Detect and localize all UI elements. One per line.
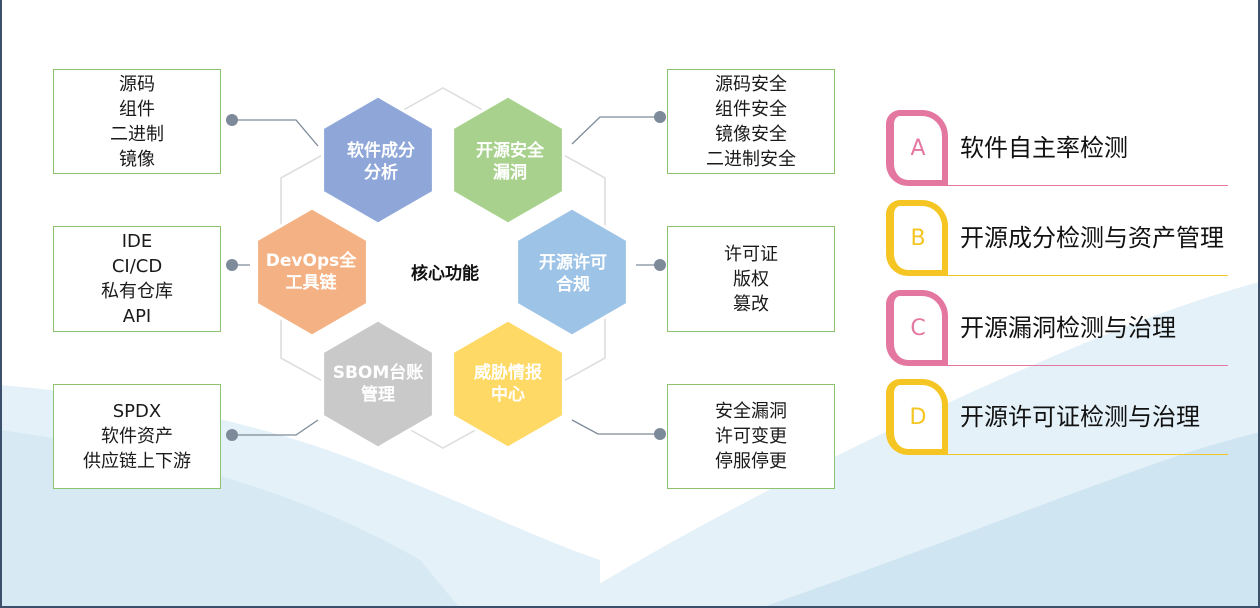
feature-letter-tab: C [886,290,948,366]
connector-line-sca [232,119,319,147]
feature-label: 开源许可证检测与治理 [960,403,1200,431]
feature-underline [946,185,1228,186]
detail-box-oss-vuln: 源码安全 组件安全 镜像安全 二进制安全 [667,69,835,174]
connector-dot-sbom [226,429,238,441]
detail-box-devops: IDE CI/CD 私有仓库 API [53,226,221,332]
connector-line-threat [571,419,660,435]
connector-line-sbom [232,419,319,436]
detail-box-sbom: SPDX 软件资产 供应链上下游 [53,384,221,489]
feature-label: 开源成分检测与资产管理 [960,224,1224,252]
hex-label-sca: 软件成分分析 [347,141,415,183]
hexagon-license [515,206,629,338]
connector-dot-license [654,259,666,271]
feature-letter-tab: B [886,200,948,276]
detail-box-sca: 源码 组件 二进制 镜像 [53,69,221,174]
center-label: 核心功能 [411,264,479,284]
hexagon-sbom [321,318,435,450]
feature-underline [946,365,1228,366]
hexagon-sca [321,94,435,226]
feature-label: 开源漏洞检测与治理 [960,314,1176,342]
feature-item-b: B 开源成分检测与资产管理 [886,200,1228,276]
feature-underline [946,454,1228,455]
feature-letter-tab: A [886,110,948,186]
feature-underline [946,275,1228,276]
detail-box-threat: 安全漏洞 许可变更 停服停更 [667,384,835,489]
hex-label-devops: DevOps全工具链 [265,251,357,293]
connector-dot-threat [654,428,666,440]
connector-dot-sca [226,114,238,126]
hexagon-threat [451,318,565,450]
hexagon-devops [255,206,369,338]
feature-label: 软件自主率检测 [960,134,1128,162]
hexagon-oss-vuln [451,94,565,226]
connector-dot-oss-vuln [654,111,666,123]
feature-item-c: C 开源漏洞检测与治理 [886,290,1228,366]
feature-item-d: D 开源许可证检测与治理 [886,379,1228,455]
hex-label-license: 开源许可合规 [539,253,607,295]
connector-dot-devops [226,259,238,271]
hex-label-threat: 威胁情报中心 [474,363,542,405]
detail-box-license: 许可证 版权 篡改 [667,226,835,332]
feature-item-a: A 软件自主率检测 [886,110,1228,186]
connector-line-oss-vuln [571,116,660,145]
hex-label-sbom: SBOM台账管理 [332,363,424,405]
hex-label-oss-vuln: 开源安全漏洞 [476,141,544,183]
feature-letter-tab: D [886,379,948,455]
